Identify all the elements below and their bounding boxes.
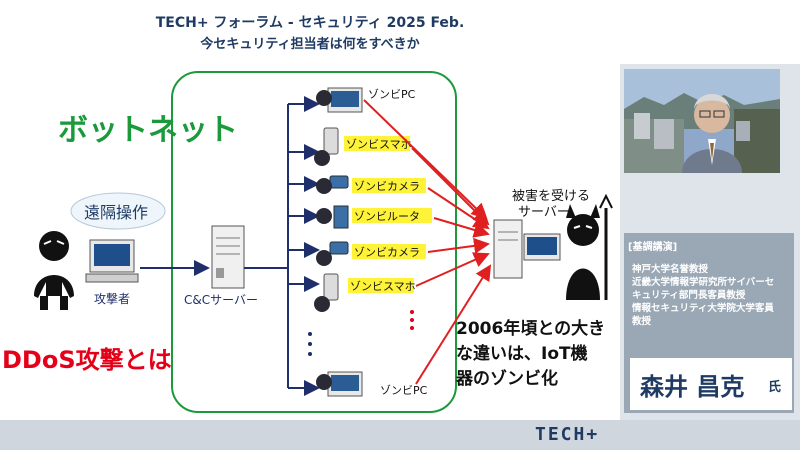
zombie-phone-2-label: ゾンビスマホ (350, 280, 416, 293)
botnet-label: ボットネット (58, 113, 238, 148)
botnet-diagram: ボットネット 遠隔操作 攻撃者 C&Cサーバー (2, 71, 613, 413)
attacker-pc-icon (85, 239, 139, 283)
affiliation-line: 神戸大学名誉教授 (632, 264, 709, 275)
zombie-phone-1-label: ゾンビスマホ (346, 138, 412, 151)
victim-label-line1: 被害を受ける (512, 188, 590, 204)
attack-arrows (363, 99, 492, 385)
affiliation-line: キュリティ部門長客員教授 (632, 290, 746, 301)
zombie-router-label-bg (352, 208, 432, 223)
remote-op-label: 遠隔操作 (84, 203, 148, 222)
zombie-pc-2 (316, 371, 363, 397)
zombie-camera-1 (316, 175, 349, 194)
zombie-router (316, 205, 349, 229)
speaker-affiliation: 神戸大学名誉教授 近畿大学情報学研究所サイバーセ キュリティ部門長客員教授 情報… (632, 263, 792, 328)
zombie-phone-2 (314, 273, 339, 312)
zombie-pc-1-label: ゾンビPC (368, 88, 416, 101)
speaker-honorific: 氏 (768, 380, 782, 395)
zombie-pc-1 (316, 87, 363, 113)
note-line1: 2006年頃との大き (456, 318, 605, 339)
cc-server-label: C&Cサーバー (184, 293, 258, 307)
cc-server-icon (211, 225, 245, 289)
affiliation-line: 教授 (632, 316, 652, 327)
attacker-icon (34, 231, 74, 310)
affiliation-line: 情報セキュリティ大学院大学客員 (632, 303, 774, 314)
victim-label-line2: サーバー (518, 205, 570, 220)
header: TECH+ フォーラム - セキュリティ 2025 Feb. 今セキュリティ担当… (0, 0, 800, 64)
branch-lines (288, 96, 320, 396)
ellipsis-dots-icon (308, 332, 312, 356)
attacker-label: 攻撃者 (94, 291, 130, 306)
zombie-phone-1 (314, 127, 339, 166)
forum-title: TECH+ フォーラム - セキュリティ 2025 Feb. (155, 15, 465, 31)
speaker-name: 森井 昌克 (640, 373, 745, 401)
note-line2: な違いは、IoT機 (456, 343, 588, 364)
speaker-video (624, 69, 780, 173)
zombie-camera-2-label-bg (352, 244, 426, 259)
note-line3: 器のゾンビ化 (455, 368, 558, 389)
ddos-title: DDoS攻撃とは (2, 346, 172, 374)
session-subtitle: 今セキュリティ担当者は何をすべきか (200, 37, 420, 52)
victim-server-icon (493, 219, 561, 279)
session-type: [基調講演] (628, 242, 678, 253)
tech-plus-logo: TECH+ (535, 424, 600, 445)
zombie-camera-2-label: ゾンビカメラ (354, 246, 420, 259)
devil-icon (566, 193, 613, 300)
zombie-phone-2-label-bg (348, 278, 414, 293)
zombie-pc-2-label: ゾンビPC (380, 384, 428, 397)
zombie-phone-1-label-bg (344, 136, 410, 151)
speaker-name-box: 森井 昌克 氏 (630, 358, 792, 410)
affiliation-line: 近畿大学情報学研究所サイバーセ (632, 277, 775, 288)
remote-op-bubble (70, 192, 166, 230)
ellipsis-dots-red-icon (410, 310, 414, 330)
zombie-camera-2 (316, 241, 349, 266)
botnet-frame (171, 71, 457, 413)
zombie-camera-1-label-bg (352, 178, 426, 193)
zombie-router-label: ゾンビルータ (354, 210, 420, 223)
speaker-video-frame (624, 69, 780, 173)
zombie-camera-1-label: ゾンビカメラ (354, 180, 420, 193)
slide: ボットネット 遠隔操作 攻撃者 C&Cサーバー (0, 68, 620, 420)
footer-bar (0, 420, 800, 450)
